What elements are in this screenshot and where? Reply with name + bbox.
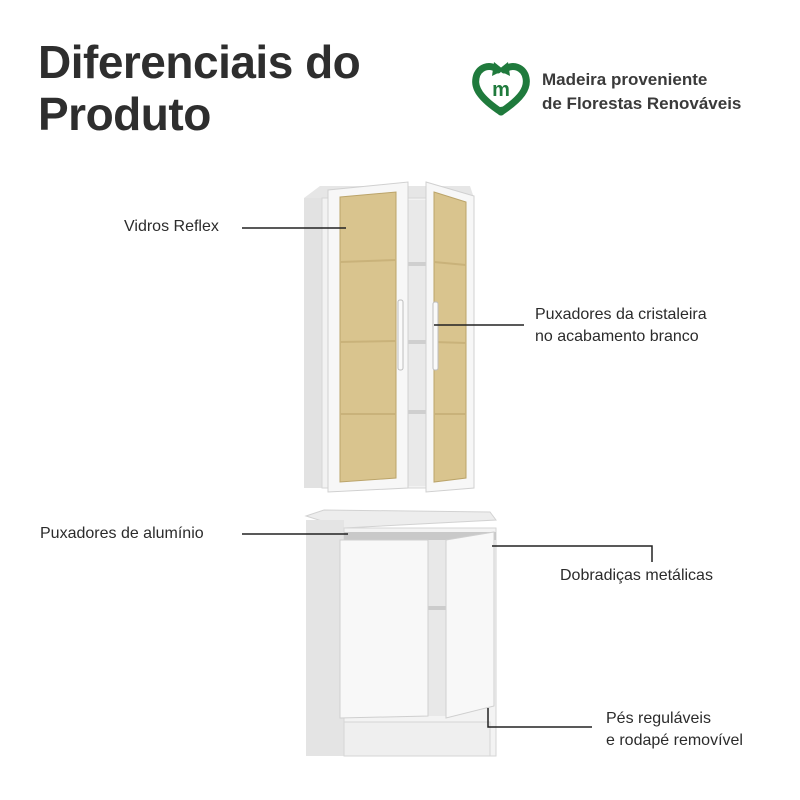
callout-line-dobradicas [492,545,653,562]
renewable-wood-badge: m Madeira proveniente de Florestas Renov… [470,58,790,118]
callout-pes-line-1: Pés reguláveis [606,710,711,727]
badge-text-line-2: de Florestas Renováveis [542,94,742,113]
title-line-1: Diferenciais do [38,36,361,88]
upper-cabinet [304,181,475,493]
lower-cabinet [304,509,497,757]
callout-puxadores-cristaleira: Puxadores da cristaleira no acabamento b… [535,304,707,348]
recycle-heart-icon: m [472,62,530,116]
title-line-2: Produto [38,88,211,140]
page-title: Diferenciais do Produto [38,36,361,140]
callout-puxadores-cristaleira-line-1: Puxadores da cristaleira [535,306,707,323]
callout-line-pes [487,708,592,728]
callout-vidros-reflex: Vidros Reflex [124,218,219,235]
badge-text-line-1: Madeira proveniente [542,70,708,89]
callout-pes-regulaveis: Pés reguláveis e rodapé removível [606,708,743,752]
callout-puxadores-cristaleira-line-2: no acabamento branco [535,328,699,345]
callout-pes-line-2: e rodapé removível [606,732,743,749]
callout-puxadores-aluminio: Puxadores de alumínio [40,525,204,542]
badge-icon-letter: m [492,79,510,101]
callout-dobradicas: Dobradiças metálicas [560,567,713,584]
